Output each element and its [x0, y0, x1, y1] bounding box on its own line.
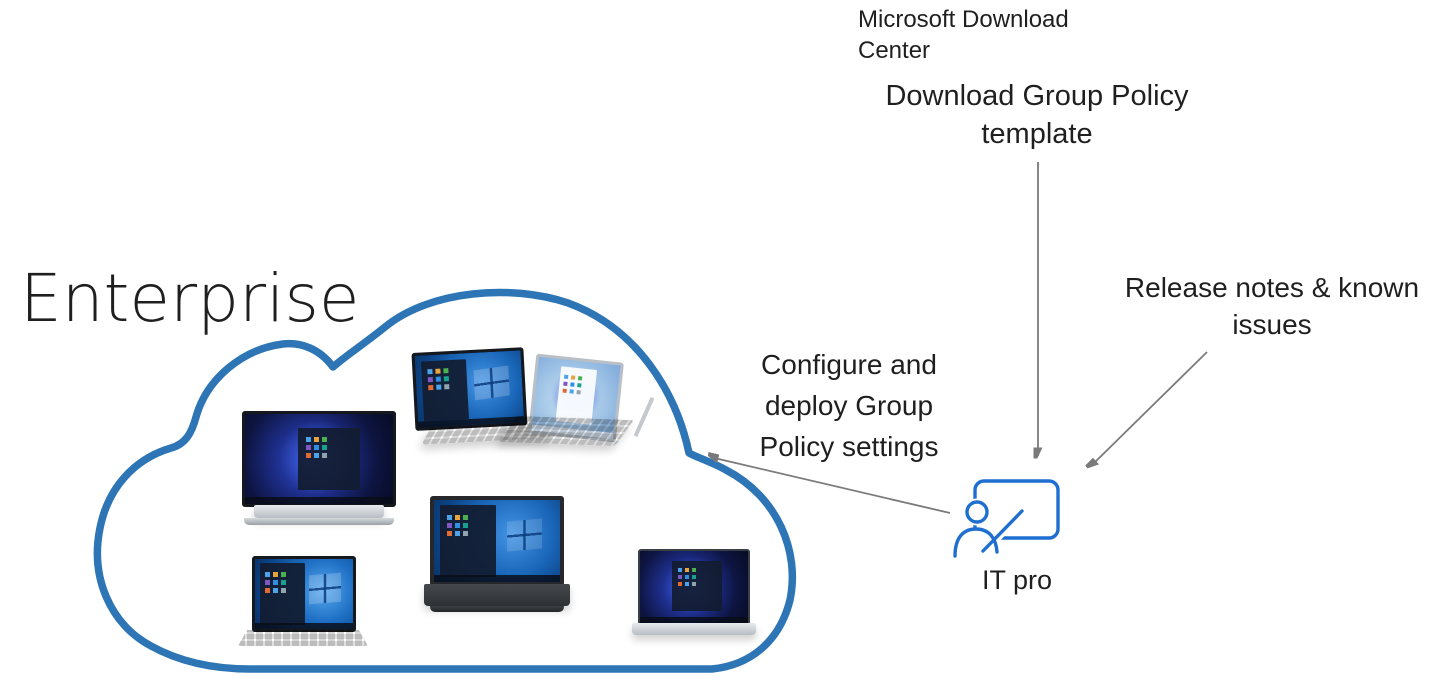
tablet-2in1-win11-top	[498, 353, 664, 448]
laptop-screen	[638, 549, 750, 625]
start-menu	[555, 366, 598, 425]
type-cover-keyboard	[498, 415, 634, 447]
it-pro-presenter-whiteboard-icon	[953, 479, 1060, 558]
windows-logo	[308, 572, 342, 606]
laptop-win10-surfacebook-bottom-left	[238, 556, 368, 650]
laptop-base	[632, 623, 756, 635]
windows-logo	[473, 365, 511, 401]
laptop-base	[424, 584, 570, 606]
laptop-win10-dark-center	[424, 496, 570, 612]
download-group-policy-template-label: Download Group Policy template	[885, 80, 1189, 150]
start-menu	[440, 504, 496, 578]
laptop-screen	[430, 496, 564, 586]
laptop-win11-silver-right	[632, 549, 756, 641]
laptop-platform	[244, 518, 394, 525]
kickstand	[633, 397, 655, 437]
start-menu	[421, 358, 469, 422]
configure-deploy-label: Configure and deploy Group Policy settin…	[759, 349, 939, 462]
laptop-bottom	[430, 606, 564, 612]
laptop-screen	[242, 411, 396, 507]
taskbar	[434, 575, 560, 582]
start-menu	[298, 428, 361, 490]
laptop-base	[254, 505, 384, 518]
taskbar	[255, 623, 353, 629]
start-menu	[672, 561, 723, 612]
windows-logo	[507, 518, 543, 551]
arrow-itpro-to-cloud	[710, 457, 951, 514]
laptop-screen	[411, 347, 528, 431]
release-notes-label: Release notes & known issues	[1124, 272, 1420, 340]
arrow-release-notes-to-itpro	[1090, 351, 1208, 467]
taskbar	[245, 496, 393, 504]
laptop-base	[238, 630, 368, 646]
laptop-win11-studio-left	[240, 411, 398, 526]
enterprise-label: Enterprise	[20, 260, 360, 337]
start-menu	[259, 563, 305, 625]
taskbar	[640, 617, 748, 623]
laptop-screen	[252, 556, 356, 632]
microsoft-download-center-label: Microsoft Download Center	[858, 6, 1069, 64]
it-pro-label: IT pro	[981, 565, 1053, 595]
